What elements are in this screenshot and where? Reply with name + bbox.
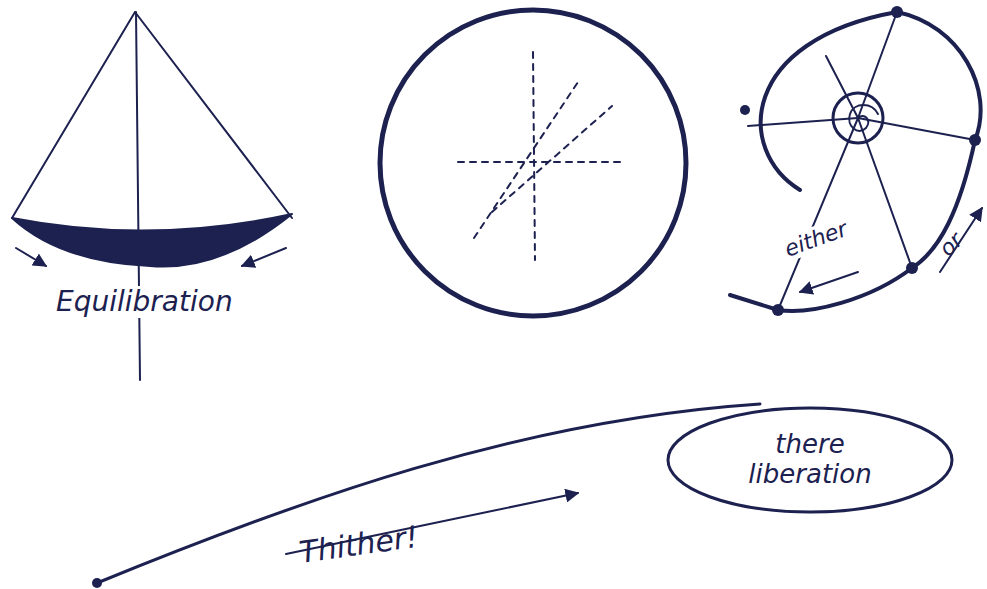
- direction-label: either: [777, 215, 854, 264]
- circle-figure: [380, 10, 686, 316]
- exclamation-label: Thither!: [297, 520, 420, 571]
- figure-caption: Equilibration: [52, 286, 237, 318]
- direction-label: or: [934, 227, 968, 261]
- ellipse-shape: [668, 408, 952, 512]
- wheel-figure: [730, 6, 982, 316]
- cone-figure: [12, 12, 292, 380]
- path-figure: [92, 404, 760, 588]
- goal-ellipse: there liberation: [665, 405, 955, 515]
- ellipse-text: there liberation: [735, 430, 885, 490]
